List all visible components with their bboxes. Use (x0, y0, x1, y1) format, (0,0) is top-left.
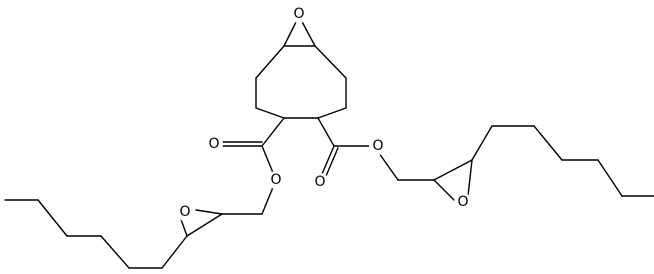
right-epoxide (433, 159, 473, 203)
epoxide-bond (433, 179, 457, 203)
epoxide-bond (186, 213, 223, 237)
atom-labels: O O O O O O O (176, 5, 472, 221)
alkyl-bond (597, 159, 623, 197)
oxygen-atom-label: O (179, 204, 190, 220)
alkyl-bond (161, 235, 188, 269)
ring-bond (255, 45, 285, 79)
epoxide-bond (467, 159, 473, 197)
epoxide-bond (433, 159, 473, 181)
alkyl-bond (37, 199, 68, 237)
ester-bond (317, 117, 335, 147)
oxygen-atom-label: O (293, 6, 304, 22)
left-hexyl-chain (4, 199, 188, 269)
oxygen-atom-label: O (270, 172, 281, 188)
ring-bond (317, 107, 347, 119)
oxygen-atom-label: O (208, 136, 219, 152)
ring-bond (255, 107, 285, 119)
carbonyl-double-bond (325, 147, 339, 177)
oxygen-atom-label: O (372, 138, 383, 154)
oxygen-atom-label: O (457, 194, 468, 210)
alkyl-bond (471, 125, 493, 161)
cyclohexane-ring (255, 45, 347, 119)
right-hexyl-chain (471, 125, 654, 197)
alkyl-bond (100, 235, 130, 269)
epoxide-bond (195, 209, 223, 215)
oxygen-atom-label: O (314, 174, 325, 190)
carbonyl-double-bond (321, 145, 335, 175)
left-ester (221, 117, 285, 215)
alkyl-bond (533, 125, 563, 161)
ring-bond (314, 45, 347, 79)
ester-bond (261, 117, 285, 147)
